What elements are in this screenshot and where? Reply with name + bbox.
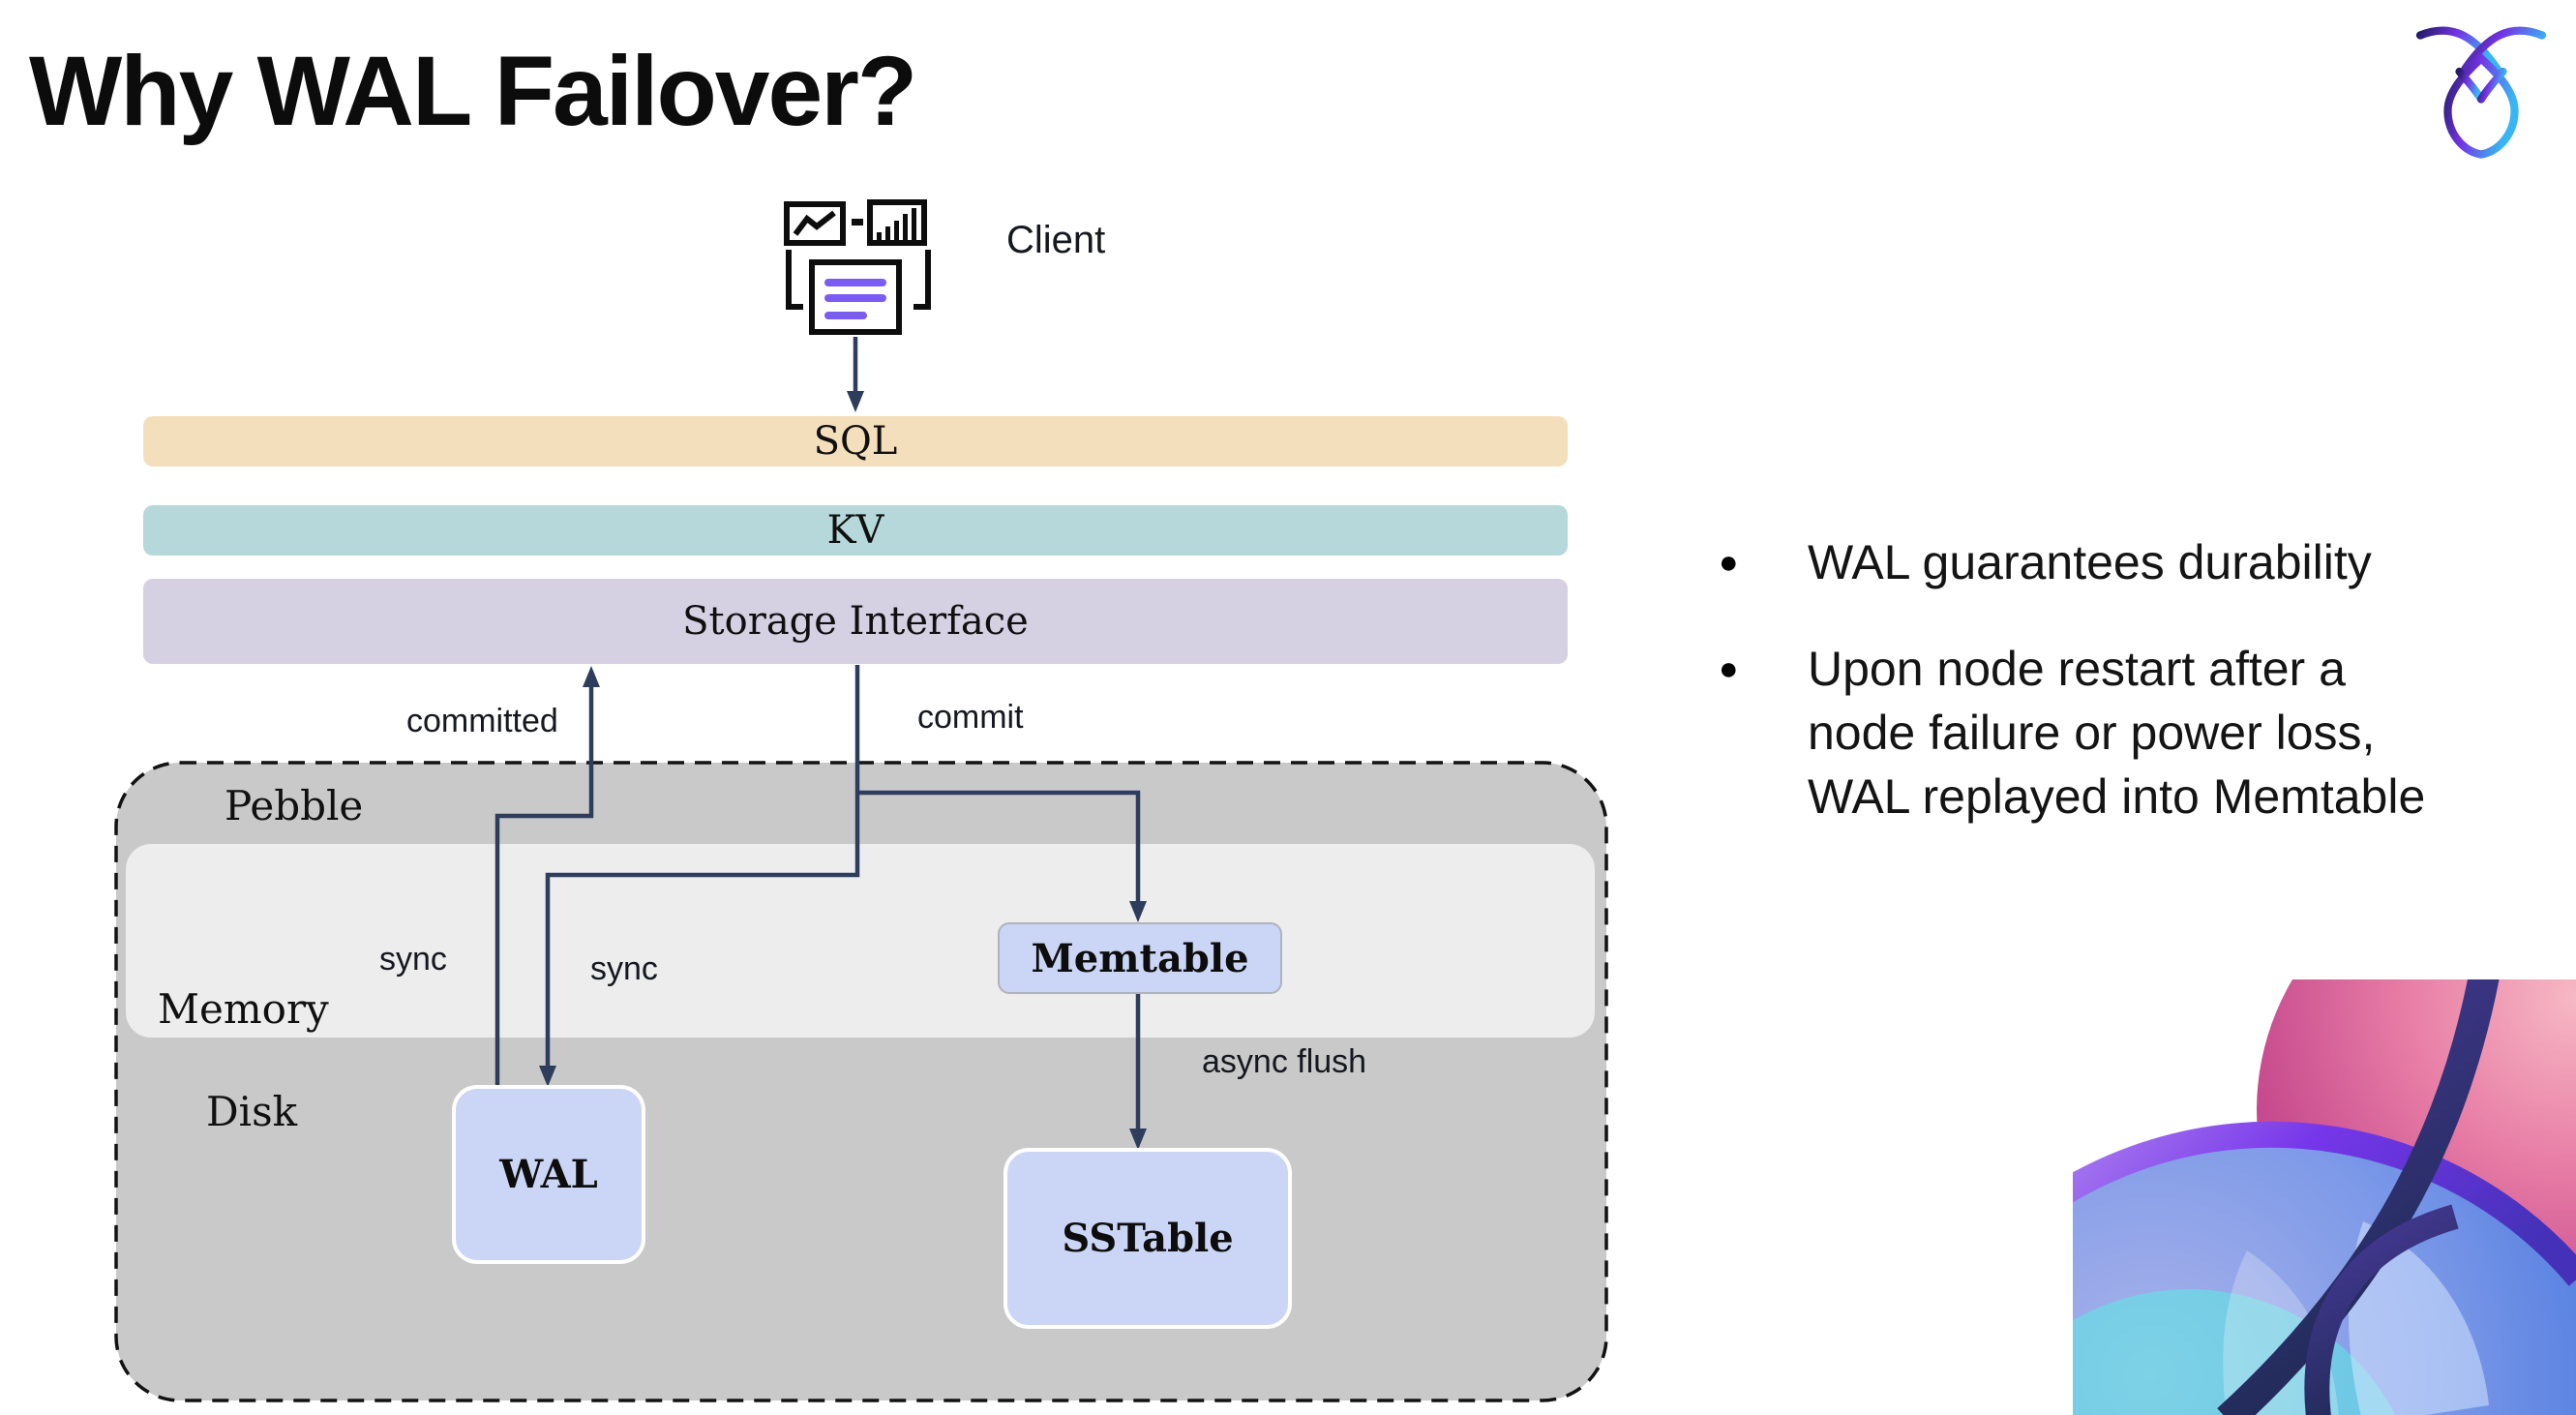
memtable-label: Memtable	[1031, 935, 1249, 981]
decorative-roach-sphere-art	[2073, 979, 2576, 1415]
bullet-list: ● WAL guarantees durability ● Upon node …	[1713, 530, 2564, 871]
bracket-right-icon	[914, 250, 931, 310]
layer-bar-kv-label: KV	[826, 508, 884, 553]
edge-label-async-flush: async flush	[1202, 1043, 1367, 1080]
edge-label-committed: committed	[406, 703, 558, 739]
bullet-text: WAL guarantees durability	[1808, 535, 2372, 589]
list-item: ● WAL guarantees durability	[1713, 530, 2564, 594]
connector-dash	[852, 219, 863, 226]
memtable-node: Memtable	[998, 922, 1282, 994]
pebble-label: Pebble	[225, 782, 364, 829]
client-workstation-icon	[782, 197, 937, 339]
layer-bar-storage-interface: Storage Interface	[143, 579, 1568, 664]
disk-label: Disk	[206, 1088, 298, 1135]
document-icon	[809, 259, 902, 335]
line-chart-icon	[784, 201, 846, 246]
memory-band	[126, 844, 1595, 1038]
wal-label: WAL	[499, 1152, 598, 1197]
bullet-text: Upon node restart after a node failure o…	[1808, 642, 2426, 824]
wal-node: WAL	[452, 1085, 645, 1264]
layer-bar-sql-label: SQL	[813, 419, 898, 464]
document-line	[824, 312, 867, 319]
page-title: Why WAL Failover?	[29, 36, 917, 146]
client-label: Client	[1006, 219, 1106, 261]
list-item: ● Upon node restart after a node failure…	[1713, 637, 2564, 828]
bullet-dot-icon: ●	[1719, 650, 1739, 687]
sstable-node: SSTable	[1003, 1148, 1292, 1329]
edge-label-sync-left: sync	[379, 941, 447, 978]
edge-label-commit: commit	[917, 699, 1024, 736]
bullet-dot-icon: ●	[1719, 544, 1739, 581]
layer-bar-kv: KV	[143, 505, 1568, 556]
document-line	[824, 279, 886, 286]
edge-label-sync-right: sync	[590, 950, 658, 987]
layer-bar-storage-label: Storage Interface	[682, 599, 1029, 644]
layer-bar-sql: SQL	[143, 416, 1568, 467]
memory-label: Memory	[158, 985, 329, 1033]
cockroachdb-logo-icon	[2415, 26, 2547, 159]
document-line	[824, 294, 886, 302]
bar-chart-icon	[867, 199, 927, 246]
sstable-label: SSTable	[1062, 1216, 1234, 1261]
bracket-left-icon	[786, 250, 803, 310]
